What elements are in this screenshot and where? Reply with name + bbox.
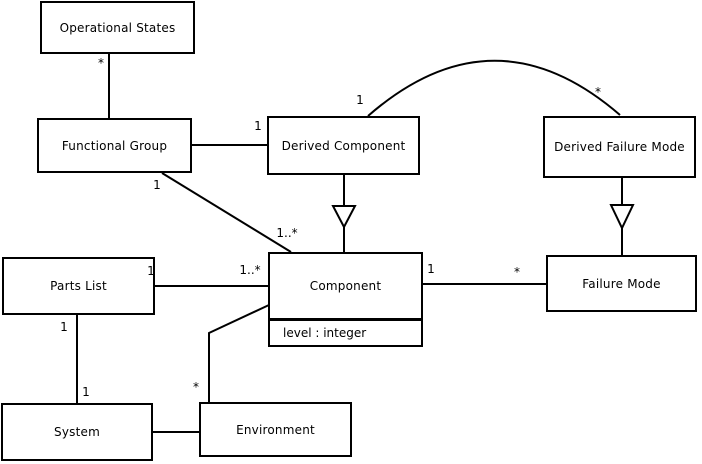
class-name: Environment: [236, 422, 315, 437]
class-name: Functional Group: [61, 138, 168, 153]
class-name: Operational States: [59, 20, 176, 35]
class-name: Parts List: [50, 279, 107, 293]
class-operational-states[interactable]: Operational States: [40, 1, 195, 54]
edge-functional-group-component: [161, 172, 292, 253]
edge-environment-component: [208, 304, 270, 402]
class-name: System: [54, 425, 100, 439]
class-name: Derived Failure Mode: [554, 140, 685, 154]
class-system[interactable]: System: [1, 403, 153, 461]
edge-derived-component-derived-failure-mode-arc: [367, 59, 621, 117]
class-attributes-compartment: level : integer: [270, 318, 421, 345]
class-component[interactable]: Component level : integer: [268, 252, 423, 347]
multiplicity-label: *: [98, 56, 104, 70]
class-derived-failure-mode[interactable]: Derived Failure Mode: [543, 116, 696, 178]
class-failure-mode[interactable]: Failure Mode: [546, 255, 697, 312]
multiplicity-label: *: [595, 85, 601, 99]
multiplicity-label: *: [193, 380, 199, 394]
class-name: Derived Component: [281, 138, 406, 153]
class-name: Component: [309, 279, 382, 293]
multiplicity-label: 1: [82, 385, 90, 399]
multiplicity-label: 1: [153, 178, 161, 192]
generalization-triangle-icon: [609, 204, 635, 231]
generalization-triangle-icon: [331, 205, 357, 230]
class-derived-component[interactable]: Derived Component: [267, 116, 420, 175]
multiplicity-label: 1: [147, 264, 155, 278]
multiplicity-label: 1: [60, 320, 68, 334]
class-parts-list[interactable]: Parts List: [2, 257, 155, 315]
multiplicity-label: *: [514, 265, 520, 279]
multiplicity-label: 1: [427, 262, 435, 276]
class-name: Failure Mode: [582, 276, 661, 291]
multiplicity-label: 1..*: [276, 226, 298, 240]
multiplicity-label: 1: [254, 119, 262, 133]
class-functional-group[interactable]: Functional Group: [37, 118, 192, 173]
multiplicity-label: 1..*: [239, 263, 261, 277]
class-environment[interactable]: Environment: [199, 402, 352, 457]
class-attribute: level : integer: [283, 326, 367, 340]
multiplicity-label: 1: [356, 93, 364, 107]
